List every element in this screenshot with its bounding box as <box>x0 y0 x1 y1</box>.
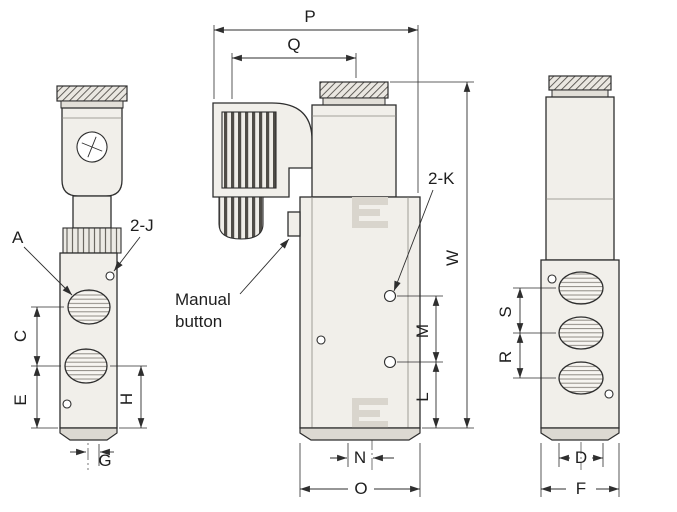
pilot-hole-2k <box>383 289 397 303</box>
leader-2j: 2-J <box>113 216 154 272</box>
dim-label-p: P <box>304 7 315 26</box>
dim-label-f: F <box>576 479 586 498</box>
dim-label-w: W <box>443 250 462 266</box>
embossed-mark-bottom <box>352 398 388 428</box>
port-a <box>67 289 111 325</box>
pilot-hole-lower <box>383 355 397 369</box>
screw-head <box>76 131 108 163</box>
manual-button-label-line1: Manual <box>175 290 231 309</box>
right-side-view: S R D F <box>496 75 620 498</box>
mounting-foot <box>540 427 620 441</box>
mounting-hole-top <box>105 271 115 281</box>
dim-label-r: R <box>496 351 515 363</box>
dim-label-e: E <box>11 394 30 405</box>
manual-button <box>287 211 301 237</box>
cap-band <box>322 97 386 106</box>
dim-label-o: O <box>354 479 367 498</box>
dimension-l: L <box>413 362 440 428</box>
dimension-s: S <box>496 287 556 334</box>
port-3 <box>558 361 604 395</box>
dimension-q: Q <box>231 35 357 99</box>
manual-button-label-line2: button <box>175 312 222 331</box>
knurled-nut <box>62 227 122 254</box>
mounting-hole-top <box>547 274 557 284</box>
mounting-hole-bottom <box>604 389 614 399</box>
port-2 <box>558 316 604 350</box>
dimension-r: R <box>496 333 556 379</box>
knurled-cap <box>319 81 389 99</box>
mounting-foot <box>299 427 421 441</box>
left-side-view: A 2-J C E H <box>11 85 154 470</box>
dim-label-c: C <box>11 330 30 342</box>
dim-label-g: G <box>98 451 111 470</box>
dim-label-q: Q <box>287 35 300 54</box>
manual-button-callout: Manual button <box>175 238 290 331</box>
dimension-e: E <box>11 366 58 429</box>
embossed-mark-top <box>352 197 388 228</box>
leader-arrow-manual <box>239 238 290 295</box>
dim-label-a: A <box>12 228 24 247</box>
dim-label-2k: 2-K <box>428 169 455 188</box>
dim-label-h: H <box>117 393 136 405</box>
cable-gland <box>218 196 264 240</box>
dimension-g: G <box>70 444 114 470</box>
cap-band <box>60 100 124 109</box>
dimension-d: D <box>558 443 604 467</box>
dim-label-n: N <box>354 448 366 467</box>
neck <box>72 195 112 229</box>
dimension-w: W <box>390 81 474 429</box>
solenoid-coil <box>311 104 397 198</box>
cap-band <box>551 89 609 98</box>
leader-2k: 2-K <box>393 169 455 292</box>
dim-label-2j: 2-J <box>130 216 154 235</box>
dimension-h: H <box>110 365 147 429</box>
dimension-o: O <box>299 443 421 498</box>
dim-label-l: L <box>413 392 432 401</box>
dimension-n: N <box>330 443 394 467</box>
pilot-hole-small <box>316 335 326 345</box>
dimension-p: P <box>213 7 419 193</box>
mounting-hole-bottom <box>62 399 72 409</box>
port-b <box>64 348 108 384</box>
dim-label-d: D <box>575 448 587 467</box>
knurled-cap <box>548 75 612 91</box>
connector-grille <box>221 111 277 189</box>
dim-label-s: S <box>496 306 515 317</box>
leader-a: A <box>12 228 73 296</box>
dim-label-m: M <box>413 324 432 338</box>
valve-body <box>299 196 421 429</box>
knurled-cap <box>56 85 128 102</box>
dimension-f: F <box>540 443 620 498</box>
mounting-foot <box>59 427 118 441</box>
solenoid-housing <box>545 96 615 261</box>
port-1 <box>558 271 604 305</box>
front-view: P Q 2-K Manual button W <box>175 7 474 498</box>
